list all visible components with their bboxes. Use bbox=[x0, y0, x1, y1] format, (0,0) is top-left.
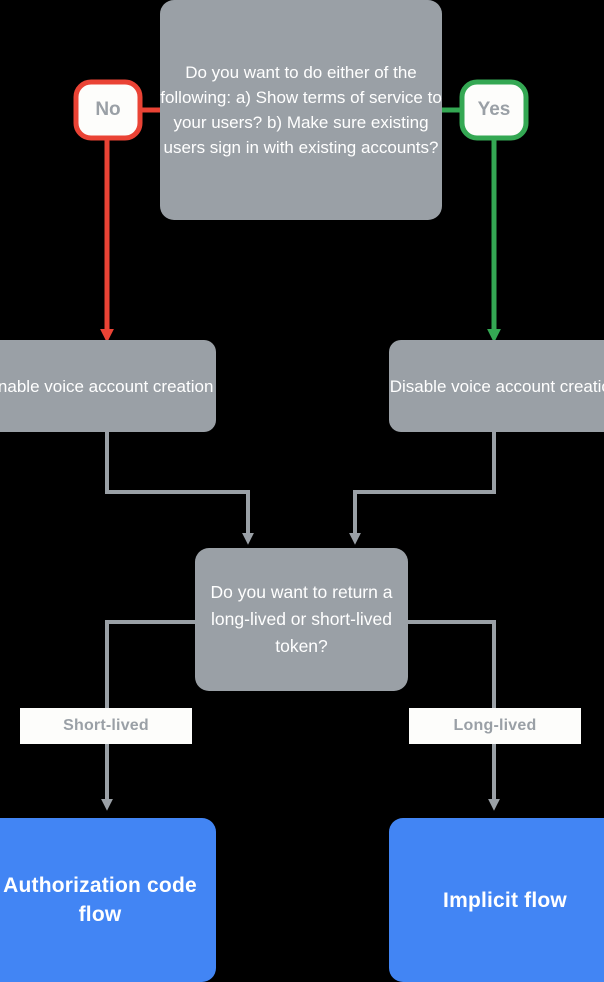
node-implicit-flow[interactable] bbox=[389, 818, 604, 982]
edge-disable-to-token bbox=[349, 432, 496, 545]
node-authorization-code-flow[interactable] bbox=[0, 818, 216, 982]
badge-no[interactable] bbox=[73, 79, 143, 141]
edge-enable-to-token bbox=[105, 432, 254, 545]
edge-label-chip-short-lived bbox=[20, 708, 192, 744]
node-enable-voice[interactable] bbox=[0, 340, 216, 432]
node-question-token[interactable] bbox=[195, 548, 408, 691]
edge-label-chip-long-lived bbox=[409, 708, 581, 744]
badge-yes[interactable] bbox=[459, 79, 529, 141]
node-disable-voice[interactable] bbox=[389, 340, 604, 432]
node-question-top[interactable] bbox=[160, 0, 442, 220]
